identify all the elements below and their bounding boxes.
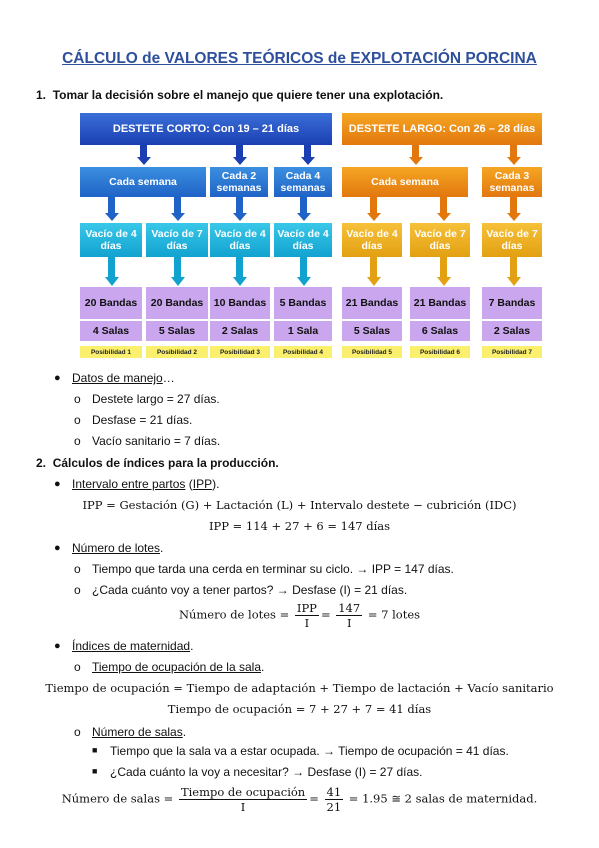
vacio-7: Vacío de 7 días	[482, 223, 542, 257]
row2-cada-semana-corto: Cada semana	[80, 167, 206, 197]
bandas-7: 7 Bandas	[482, 287, 542, 319]
square-bullet-icon: ■	[92, 745, 98, 755]
bandas-3: 10 Bandas	[210, 287, 270, 319]
salas-2: 5 Salas	[146, 321, 208, 341]
salas-3: 2 Salas	[210, 321, 270, 341]
row2-cada-3-semanas: Cada 3 semanas	[482, 167, 542, 197]
vacio-1: Vacío de 4 días	[80, 223, 142, 257]
square-bullet-icon: ■	[92, 766, 98, 776]
ipp-heading: Intervalo entre partos (IPP).	[72, 477, 220, 491]
bullet-icon: ●	[54, 640, 61, 652]
bandas-1: 20 Bandas	[80, 287, 142, 319]
row2-cada-2-semanas: Cada 2 semanas	[210, 167, 268, 197]
posibilidad-3: Posibilidad 3	[210, 346, 270, 358]
banner-destete-corto: DESTETE CORTO: Con 19 – 21 días	[80, 113, 332, 145]
maternidad-heading: Índices de maternidad.	[72, 639, 194, 653]
sub-bullet-icon: o	[74, 434, 81, 448]
salas-heading: Número de salas.	[92, 725, 187, 739]
sub-bullet-icon: o	[74, 725, 81, 739]
posibilidad-2: Posibilidad 2	[146, 346, 208, 358]
posibilidad-7: Posibilidad 7	[482, 346, 542, 358]
section-2-heading: 2. Cálculos de índices para la producció…	[36, 456, 279, 470]
lotes-heading: Número de lotes.	[72, 541, 164, 555]
row2-cada-semana-largo: Cada semana	[342, 167, 468, 197]
salas-5: 5 Salas	[342, 321, 402, 341]
bandas-4: 5 Bandas	[274, 287, 332, 319]
vacio-5: Vacío de 4 días	[342, 223, 402, 257]
section-1-heading: 1. Tomar la decisión sobre el manejo que…	[36, 88, 444, 102]
lotes-item-1: Tiempo que tarda una cerda en terminar s…	[92, 562, 454, 576]
ocupacion-heading: Tiempo de ocupación de la sala.	[92, 660, 265, 674]
ocupacion-equation-2: Tiempo de ocupación = 7 + 27 + 7 = 41 dí…	[167, 702, 432, 716]
vacio-4: Vacío de 4 días	[274, 223, 332, 257]
ocupacion-equation-1: Tiempo de ocupación = Tiempo de adaptaci…	[45, 681, 554, 695]
lotes-item-2: ¿Cada cuánto voy a tener partos? → Desfa…	[92, 583, 408, 597]
posibilidad-5: Posibilidad 5	[342, 346, 402, 358]
datos-item-1: Destete largo = 27 días.	[92, 392, 220, 406]
ipp-equation-1: IPP = Gestación (G) + Lactación (L) + In…	[82, 498, 517, 512]
salas-6: 6 Salas	[410, 321, 470, 341]
management-diagram: DESTETE CORTO: Con 19 – 21 días DESTETE …	[76, 111, 544, 363]
vacio-6: Vacío de 7 días	[410, 223, 470, 257]
ipp-equation-2: IPP = 114 + 27 + 6 = 147 días	[208, 519, 391, 533]
sub-bullet-icon: o	[74, 413, 81, 427]
sub-bullet-icon: o	[74, 583, 81, 597]
salas-7: 2 Salas	[482, 321, 542, 341]
bandas-6: 21 Bandas	[410, 287, 470, 319]
bullet-icon: ●	[54, 478, 61, 490]
row2-cada-4-semanas: Cada 4 semanas	[274, 167, 332, 197]
datos-item-2: Desfase = 21 días.	[92, 413, 193, 427]
salas-4: 1 Sala	[274, 321, 332, 341]
salas-1: 4 Salas	[80, 321, 142, 341]
page-title: CÁLCULO de VALORES TEÓRICOS de EXPLOTACI…	[62, 50, 537, 67]
vacio-2: Vacío de 7 días	[146, 223, 208, 257]
sub-bullet-icon: o	[74, 660, 81, 674]
bullet-icon: ●	[54, 542, 61, 554]
bandas-5: 21 Bandas	[342, 287, 402, 319]
datos-item-3: Vacío sanitario = 7 días.	[92, 434, 221, 448]
posibilidad-6: Posibilidad 6	[410, 346, 470, 358]
posibilidad-1: Posibilidad 1	[80, 346, 142, 358]
salas-item-2: ¿Cada cuánto la voy a necesitar? → Desfa…	[110, 765, 423, 779]
bullet-icon: ●	[54, 372, 61, 384]
posibilidad-4: Posibilidad 4	[274, 346, 332, 358]
datos-heading: Datos de manejo…	[72, 371, 175, 385]
sub-bullet-icon: o	[74, 562, 81, 576]
salas-item-1: Tiempo que la sala va a estar ocupada. →…	[110, 744, 509, 758]
sub-bullet-icon: o	[74, 392, 81, 406]
bandas-2: 20 Bandas	[146, 287, 208, 319]
banner-destete-largo: DESTETE LARGO: Con 26 – 28 días	[342, 113, 542, 145]
vacio-3: Vacío de 4 días	[210, 223, 270, 257]
